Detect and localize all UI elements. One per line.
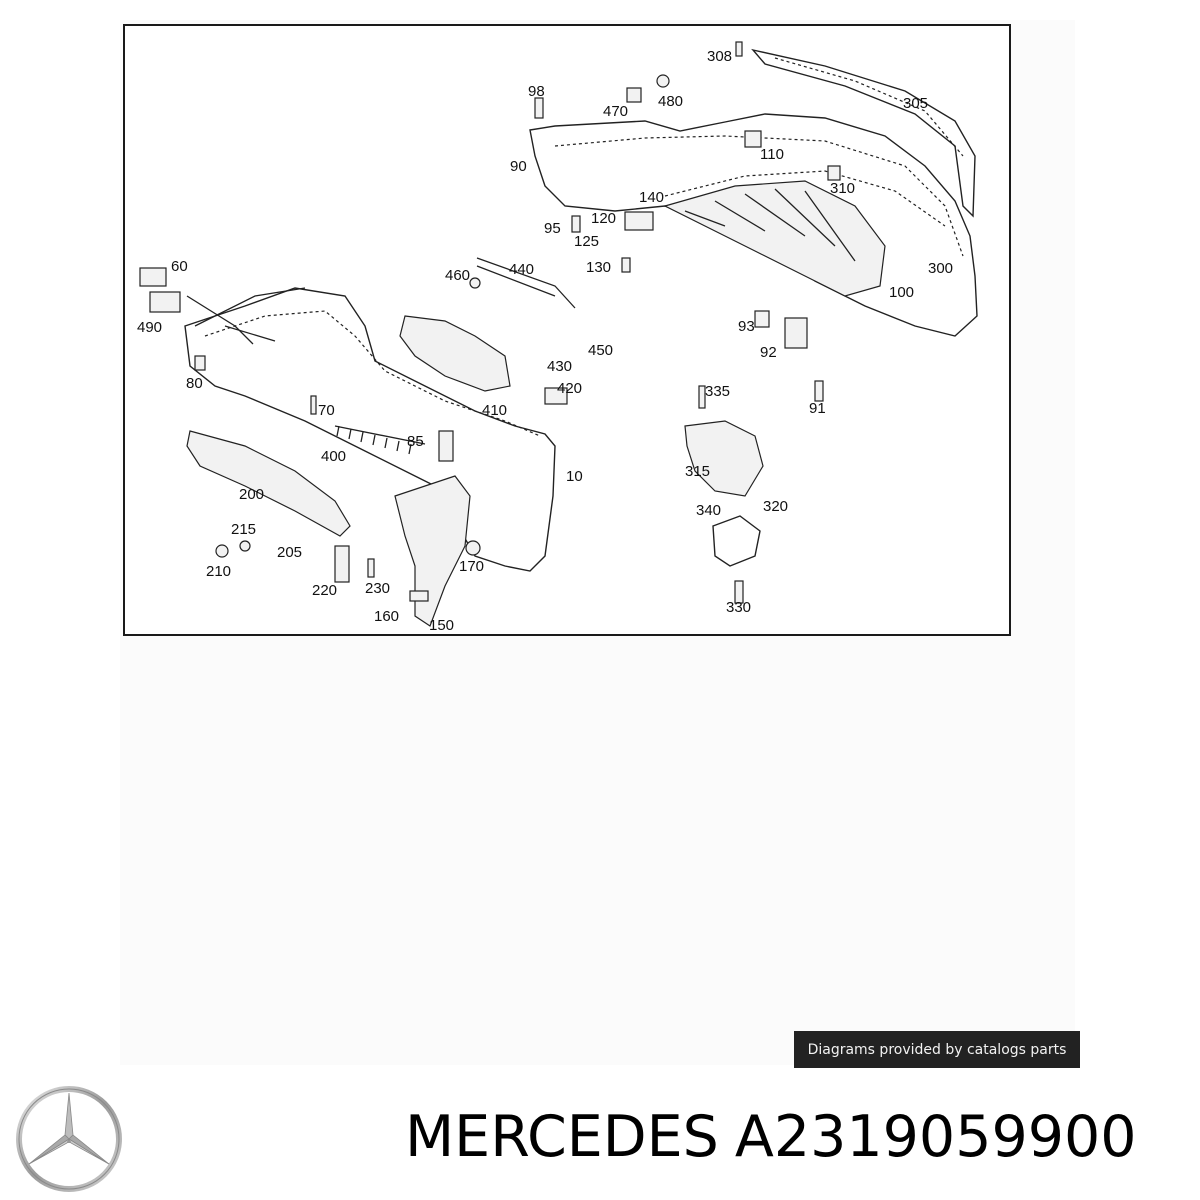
- part-label: 60: [171, 258, 188, 275]
- part-label: 308: [707, 48, 732, 65]
- part-label: 70: [318, 402, 335, 419]
- part-label: 320: [763, 498, 788, 515]
- part-label: 440: [509, 261, 534, 278]
- part-label: 125: [574, 233, 599, 250]
- part-label: 490: [137, 319, 162, 336]
- part-label: 120: [591, 210, 616, 227]
- part-label: 480: [658, 93, 683, 110]
- part-label: 150: [429, 617, 454, 634]
- mercedes-star-icon: [15, 1085, 123, 1193]
- part-label: 210: [206, 563, 231, 580]
- part-label: 330: [726, 599, 751, 616]
- part-label: 460: [445, 267, 470, 284]
- tow-hook-bracket: [684, 420, 764, 497]
- product-title: MERCEDES A2319059900: [405, 1104, 1137, 1174]
- fasteners: [139, 41, 841, 604]
- part-label: 450: [588, 342, 613, 359]
- parts-diagram: 308 98 470 480 305 90 110 310 140 95 120…: [123, 24, 1011, 636]
- part-label: 91: [809, 400, 826, 417]
- mounting-rail: [476, 257, 576, 309]
- part-number: A2319059900: [734, 1104, 1137, 1170]
- part-label: 95: [544, 220, 561, 237]
- part-label: 340: [696, 502, 721, 519]
- part-label: 100: [889, 284, 914, 301]
- part-label: 92: [760, 344, 777, 361]
- part-label: 335: [705, 383, 730, 400]
- exploded-view-drawing: 308 98 470 480 305 90 110 310 140 95 120…: [137, 41, 978, 634]
- part-label: 85: [407, 433, 424, 450]
- part-label: 470: [603, 103, 628, 120]
- part-label: 170: [459, 558, 484, 575]
- part-label: 140: [639, 189, 664, 206]
- part-label: 215: [231, 521, 256, 538]
- part-label: 220: [312, 582, 337, 599]
- part-label: 230: [365, 580, 390, 597]
- part-label: 420: [557, 380, 582, 397]
- part-label: 10: [566, 468, 583, 485]
- energy-absorber: [399, 315, 511, 392]
- part-label: 430: [547, 358, 572, 375]
- part-label: 300: [928, 260, 953, 277]
- left-bracket: [394, 475, 471, 627]
- part-label: 93: [738, 318, 755, 335]
- part-label: 310: [830, 180, 855, 197]
- part-label: 315: [685, 463, 710, 480]
- part-label: 305: [903, 95, 928, 112]
- part-label: 400: [321, 448, 346, 465]
- brand-name: MERCEDES: [405, 1104, 719, 1170]
- part-label: 160: [374, 608, 399, 625]
- part-label: 110: [760, 146, 784, 163]
- part-label: 410: [482, 402, 507, 419]
- underbody-diffuser: [663, 180, 886, 297]
- part-label: 90: [510, 158, 527, 175]
- part-label: 200: [239, 486, 264, 503]
- spoiler-strip: [751, 48, 976, 218]
- part-label: 80: [186, 375, 203, 392]
- part-label: 98: [528, 83, 545, 100]
- diagram-credit-badge: Diagrams provided by catalogs parts: [794, 1031, 1080, 1068]
- part-labels: 308 98 470 480 305 90 110 310 140 95 120…: [137, 48, 953, 634]
- impact-strip: [186, 430, 351, 537]
- part-label: 130: [586, 259, 611, 276]
- tow-hook-cover: [712, 515, 761, 567]
- credit-text: Diagrams provided by catalogs parts: [807, 1041, 1067, 1058]
- part-label: 205: [277, 544, 302, 561]
